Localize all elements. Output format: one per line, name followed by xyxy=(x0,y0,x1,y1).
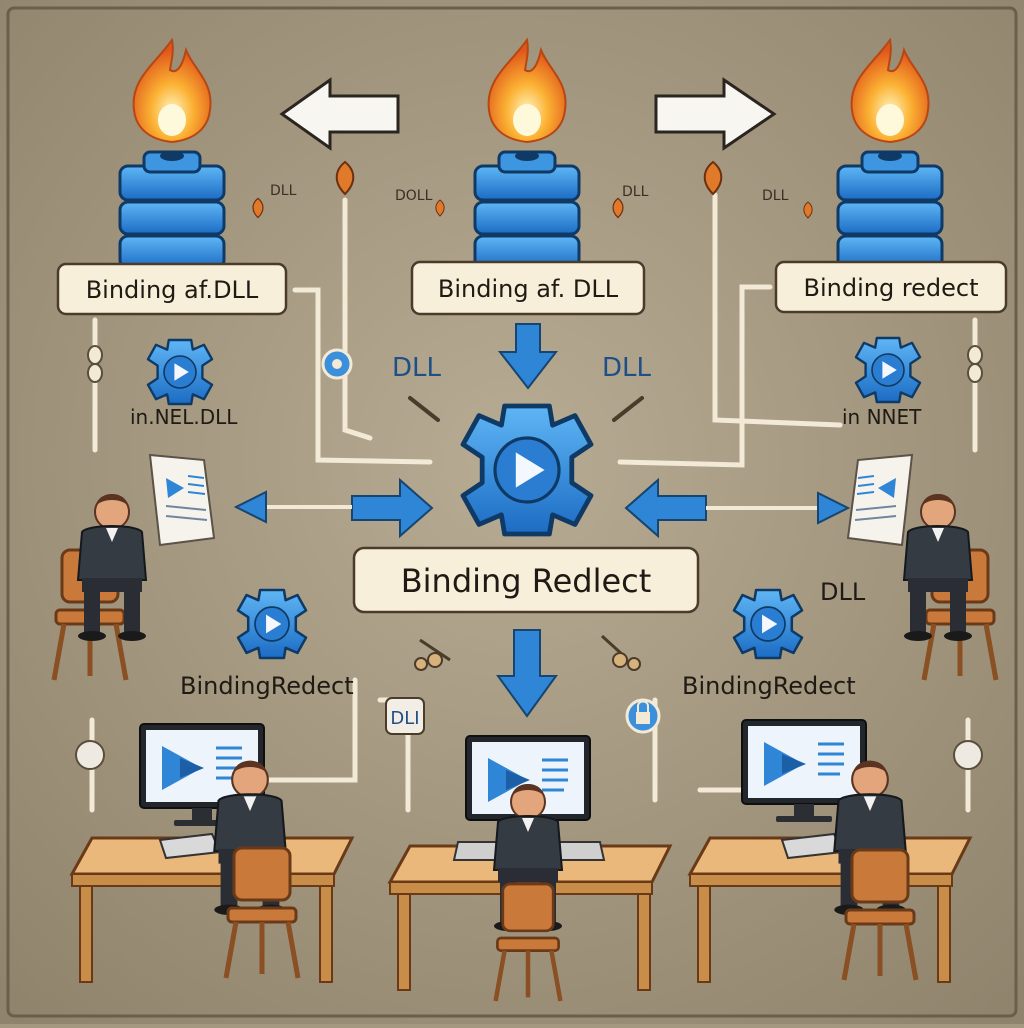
label-binding-main: Binding Redlect xyxy=(352,546,700,614)
svg-text:Binding af.DLL: Binding af.DLL xyxy=(86,276,259,304)
svg-text:Binding redect: Binding redect xyxy=(803,274,978,302)
info-icon xyxy=(321,348,353,380)
document-icon xyxy=(149,454,215,546)
blue-right-arrow-left xyxy=(351,477,434,539)
in-net-dll-left: in.NEL.DLL xyxy=(130,405,238,429)
right-white-arrow xyxy=(654,77,777,151)
gear-play-icon xyxy=(146,338,214,406)
bulb-icon xyxy=(75,740,983,770)
binding-redect-right: BindingRedect xyxy=(682,672,856,700)
blue-double-arrow-left xyxy=(233,490,352,524)
dll-tag: DLL xyxy=(762,188,789,204)
dll-badge: DLI xyxy=(385,697,425,735)
label-binding-right: Binding redect xyxy=(774,260,1008,314)
dll-tag: DOLL xyxy=(395,188,433,204)
svg-text:DLI: DLI xyxy=(390,708,419,729)
in-net-right: in NNET xyxy=(842,405,922,429)
dll-mid-right: DLL xyxy=(602,353,652,383)
blue-down-arrow-bottom xyxy=(496,629,558,718)
lock-icon xyxy=(625,698,661,734)
svg-text:Binding af. DLL: Binding af. DLL xyxy=(438,275,619,303)
dll-tag: DLL xyxy=(622,184,649,200)
svg-text:Binding Redlect: Binding Redlect xyxy=(401,562,652,600)
gear-play-icon xyxy=(854,336,922,404)
label-binding-center: Binding af. DLL xyxy=(410,260,646,316)
dll-tag: DLL xyxy=(270,183,297,199)
document-icon xyxy=(847,454,913,546)
central-gear-play-icon xyxy=(463,406,591,534)
label-binding-left: Binding af.DLL xyxy=(56,262,288,316)
gear-play-icon xyxy=(732,588,804,660)
dll-mid-left: DLL xyxy=(392,353,442,383)
left-white-arrow xyxy=(279,77,400,151)
binding-redect-left: BindingRedect xyxy=(180,672,354,700)
tool-icon xyxy=(408,396,644,422)
gear-play-icon xyxy=(236,588,308,660)
server-stack-icon xyxy=(836,149,944,270)
blue-double-arrow-right xyxy=(706,491,851,525)
blue-down-arrow-top xyxy=(497,323,559,390)
dll-right: DLL xyxy=(820,578,866,606)
frame-border xyxy=(6,6,1018,1018)
node-marker xyxy=(87,345,983,383)
server-stack-icon xyxy=(118,149,226,270)
blue-left-arrow-right xyxy=(624,477,707,539)
plug-icon xyxy=(414,634,641,671)
server-stack-icon xyxy=(473,149,581,270)
